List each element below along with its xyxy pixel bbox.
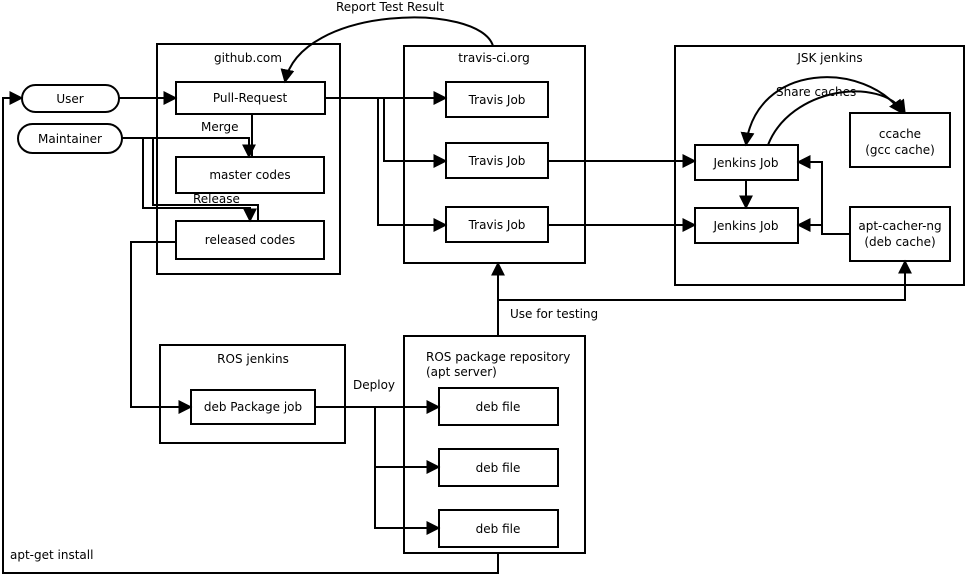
release-label: Release [193,192,240,206]
edge-maintainer-merge [122,137,256,159]
jenkins-job-2: Jenkins Job [694,207,799,244]
edge-report-test-result [280,16,494,84]
travis-job-3-label: Travis Job [468,218,526,232]
share-caches-label: Share caches [776,85,856,99]
jenkins-job-2-label: Jenkins Job [713,219,779,233]
edge-repo-to-apt-cacher [498,259,912,301]
deb-file-3: deb file [438,509,559,548]
maintainer-actor: Maintainer [17,123,123,154]
edge-maintainer-release-2 [152,138,259,221]
maintainer-label: Maintainer [38,132,102,146]
travis-job-3: Travis Job [445,206,549,243]
user-label: User [56,92,83,106]
jsk-jenkins-title: JSK jenkins [796,51,862,65]
deb-file-2: deb file [438,448,559,487]
github-title: github.com [214,51,282,65]
edge-deploy-3 [374,467,441,535]
jenkins-job-1-label: Jenkins Job [713,156,779,170]
ros-repo-subtitle: (apt server) [426,365,497,379]
edge-pr-to-travis-3 [377,98,448,232]
edge-share-caches-arc-2 [767,90,906,146]
deb-file-1: deb file [438,387,559,426]
travis-job-2-label: Travis Job [468,154,526,168]
ros-repo-title: ROS package repository [426,350,570,364]
edge-maintainer-release [142,138,257,223]
deb-file-3-label: deb file [476,522,521,536]
edge-apt-get-to-user [2,91,499,574]
deb-file-1-label: deb file [476,400,521,414]
report-test-result-label: Report Test Result [336,0,444,14]
pull-request-node: Pull-Request [175,81,326,115]
apt-cacher-node: apt-cacher-ng (deb cache) [849,206,951,262]
use-for-testing-label: Use for testing [510,307,598,321]
edge-pr-to-travis-2 [380,97,448,168]
master-codes-label: master codes [209,168,290,182]
master-codes-node: master codes [175,156,325,194]
ccache-sublabel: (gcc cache) [865,143,935,157]
released-codes-label: released codes [205,233,295,247]
apt-cacher-sublabel: (deb cache) [864,235,935,249]
jenkins-job-1: Jenkins Job [694,144,799,181]
apt-get-install-label: apt-get install [10,548,93,562]
deb-package-job-label: deb Package job [204,400,302,414]
edge-apt-cacher-to-jenkins-1 [796,155,850,235]
ccache-label: ccache [879,127,921,141]
travis-job-1-label: Travis Job [468,93,526,107]
ros-jenkins-title: ROS jenkins [217,352,289,366]
deb-package-job-node: deb Package job [190,389,316,425]
merge-label: Merge [201,120,238,134]
pull-request-label: Pull-Request [213,91,288,105]
edge-released-to-deb-package-job [130,241,193,414]
deploy-label: Deploy [353,378,395,392]
apt-cacher-label: apt-cacher-ng [858,219,941,233]
deb-file-2-label: deb file [476,461,521,475]
travis-job-1: Travis Job [445,81,549,118]
ccache-node: ccache (gcc cache) [849,112,951,168]
travis-title: travis-ci.org [458,51,529,65]
travis-job-2: Travis Job [445,142,549,179]
user-actor: User [21,84,120,113]
released-codes-node: released codes [175,220,325,260]
edge-share-caches-arc-1 [740,76,903,147]
